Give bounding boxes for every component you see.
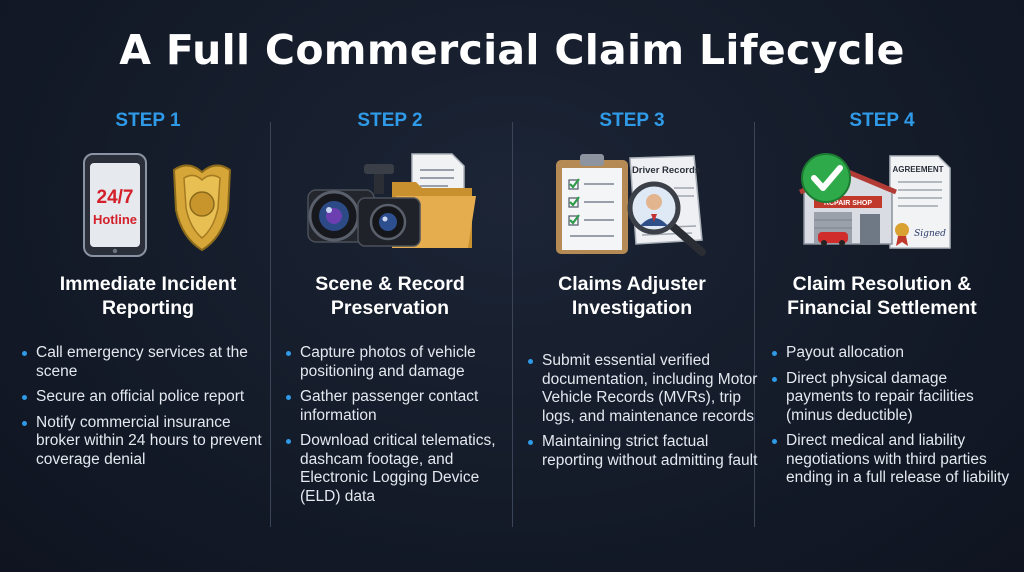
list-item: Secure an official police report (22, 388, 274, 407)
step-label: STEP 1 (115, 110, 181, 131)
step-heading: Immediate Incident Reporting (59, 273, 237, 319)
step-1-column: STEP 1 24/7 Hotline Immediate Incident R… (22, 108, 274, 476)
step-label: STEP 2 (357, 110, 423, 131)
bullet-icon (528, 359, 533, 364)
step-1-bullets: Call emergency services at the scene Sec… (22, 344, 274, 469)
list-item: Direct medical and liability negotiation… (772, 432, 1012, 488)
agreement-document-icon: AGREEMENT Signed (889, 155, 951, 249)
list-item: Capture photos of vehicle positioning an… (286, 344, 516, 381)
shop-sign: RCPAIR SHOP (824, 200, 872, 207)
list-item: Maintaining strict factual reporting wit… (528, 433, 758, 470)
column-divider (754, 122, 755, 527)
clipboard-checklist-icon (556, 154, 628, 254)
list-item: Gather passenger contact information (286, 388, 516, 425)
step-1-illustration: 24/7 Hotline (22, 148, 274, 258)
bullet-icon (22, 420, 27, 426)
page-title: A Full Commercial Claim Lifecycle (119, 26, 905, 74)
step-3-illustration: Driver Records (506, 148, 758, 258)
step-label: STEP 3 (599, 110, 665, 131)
magnifying-glass-icon (627, 181, 706, 256)
bullet-icon (286, 439, 291, 444)
police-badge-icon (172, 164, 232, 252)
step-2-bullets: Capture photos of vehicle positioning an… (264, 344, 516, 506)
signed-label: Signed (914, 229, 946, 239)
step-2-column: STEP 2 (264, 108, 516, 513)
bullet-icon (772, 351, 777, 356)
agreement-label: AGREEMENT (892, 165, 943, 174)
list-item: Submit essential verified documentation,… (528, 352, 758, 426)
phone-icon: 24/7 Hotline (83, 153, 147, 257)
dashcam-icon (357, 164, 421, 247)
step-heading: Scene & Record Preservation (315, 273, 465, 319)
bullet-icon (528, 440, 533, 445)
step-4-illustration: AGREEMENT Signed RCPAIR SHOP (752, 148, 1012, 258)
list-item: Download critical telematics, dashcam fo… (286, 432, 516, 506)
step-heading: Claims Adjuster Investigation (558, 273, 706, 319)
phone-line-2: Hotline (93, 212, 137, 227)
bullet-icon (772, 376, 777, 382)
bullet-icon (772, 439, 777, 444)
list-item: Call emergency services at the scene (22, 344, 274, 381)
records-label: Driver Records (632, 165, 700, 176)
checkmark-icon (801, 153, 851, 203)
step-3-column: STEP 3 Driver Records (506, 108, 758, 477)
step-2-illustration (264, 148, 516, 258)
phone-line-1: 24/7 (97, 187, 134, 208)
column-divider (270, 122, 271, 527)
bullet-icon (286, 351, 291, 356)
list-item: Payout allocation (772, 344, 1012, 363)
step-4-bullets: Payout allocation Direct physical damage… (752, 344, 1012, 488)
step-heading: Claim Resolution & Financial Settlement (787, 273, 977, 319)
bullet-icon (22, 395, 27, 400)
step-4-column: STEP 4 AGREEMENT Signed RCPAIR SHOP (752, 108, 1012, 495)
list-item: Direct physical damage payments to repai… (772, 370, 1012, 426)
list-item: Notify commercial insurance broker withi… (22, 414, 274, 470)
step-label: STEP 4 (849, 110, 915, 131)
bullet-icon (286, 395, 291, 400)
bullet-icon (22, 351, 27, 356)
step-3-bullets: Submit essential verified documentation,… (506, 352, 758, 470)
column-divider (512, 122, 513, 527)
